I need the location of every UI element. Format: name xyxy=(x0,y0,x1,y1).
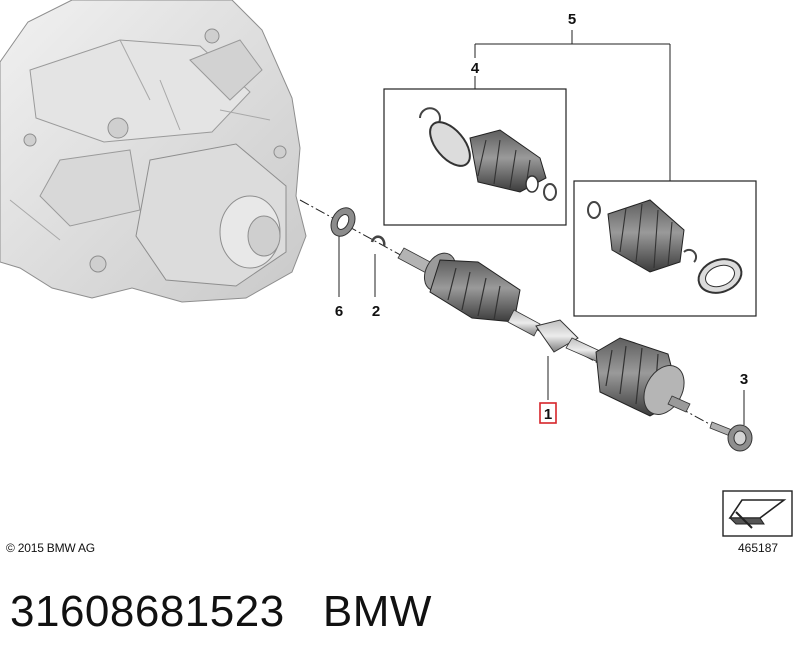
callout-leaders xyxy=(338,236,745,425)
orientation-arrow-icon xyxy=(722,490,793,537)
kit-bracket xyxy=(474,30,671,181)
callout-5: 5 xyxy=(568,11,576,28)
joint-kit-box-5 xyxy=(573,180,757,317)
callout-1-highlight-box xyxy=(539,402,557,424)
callout-2: 2 xyxy=(372,303,380,320)
callout-3: 3 xyxy=(740,371,748,388)
part-caption: 31608681523 BMW xyxy=(10,587,432,637)
shaft-seal-part xyxy=(330,207,356,237)
diagram-number: 465187 xyxy=(738,541,779,555)
brand-name: BMW xyxy=(322,587,432,636)
callout-1: 1 xyxy=(544,406,552,423)
drive-shaft-part xyxy=(397,247,691,417)
circlip-part xyxy=(370,235,386,247)
callout-4: 4 xyxy=(471,60,480,77)
callout-6: 6 xyxy=(335,303,343,320)
copyright-notice: © 2015 BMW AG xyxy=(6,541,95,555)
boot-kit-box-4 xyxy=(383,88,567,226)
transmission-housing-illustration xyxy=(0,0,307,303)
bolt-part xyxy=(709,421,753,452)
part-number: 31608681523 xyxy=(10,587,285,636)
